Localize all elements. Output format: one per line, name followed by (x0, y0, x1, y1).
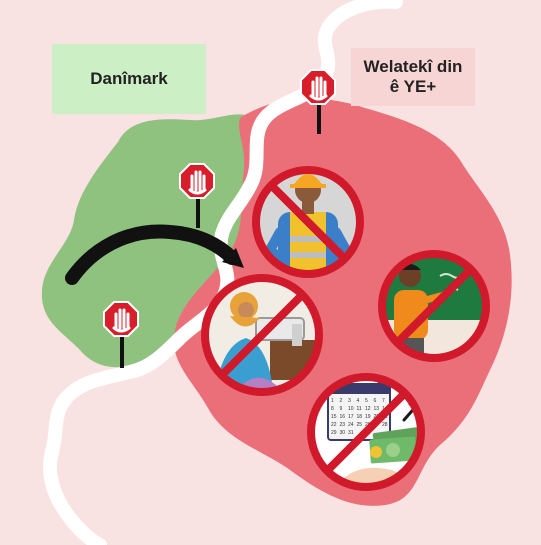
other-eu-country-line1: Welatekî din (363, 57, 463, 77)
calendar-day: 23 (340, 422, 346, 428)
stop-sign-bottom (103, 301, 139, 368)
calendar-day: 11 (357, 406, 362, 412)
calendar-day: 17 (348, 414, 354, 420)
calendar-day: 19 (365, 414, 371, 420)
calendar-day: 22 (331, 422, 337, 428)
ban-seamstress (201, 274, 323, 396)
stop-sign-middle (179, 163, 215, 228)
calendar-day: 29 (331, 430, 337, 436)
stop-hand-icon (188, 170, 207, 195)
arrow-body (65, 224, 239, 285)
stop-hand-icon (309, 76, 328, 101)
calendar-day: 16 (340, 414, 346, 420)
ban-construction-worker (252, 166, 364, 278)
other-eu-country-label-text: Welatekî din ê YE+ (364, 57, 463, 96)
calendar-day: 30 (340, 430, 346, 436)
denmark-label-text: Danîmark (90, 69, 168, 89)
arrow-head-icon (222, 248, 244, 268)
construction-worker-icon (263, 174, 353, 274)
calendar-day: 7 (382, 398, 385, 404)
denmark-label: Danîmark (52, 44, 206, 114)
calendar-day: 28 (382, 422, 388, 428)
calendar-day: 3 (348, 398, 351, 404)
ban-teacher (378, 250, 490, 362)
calendar-day: 25 (357, 422, 363, 428)
calendar-day: 12 (365, 406, 371, 412)
calendar-day: 13 (374, 406, 380, 412)
other-eu-country-line2: ê YE+ (389, 77, 437, 96)
calendar-day: 31 (348, 430, 354, 436)
other-eu-country-label: Welatekî din ê YE+ (351, 48, 475, 106)
calendar-day: 1 (331, 398, 334, 404)
calendar-day: 10 (348, 406, 354, 412)
calendar-day: 4 (357, 398, 360, 404)
stop-sign-top (300, 69, 336, 134)
calendar-day: 24 (348, 422, 354, 428)
calendar-day: 9 (340, 406, 343, 412)
calendar-day: 5 (365, 398, 368, 404)
ban-calendar-money: 1234567891011121314151617181920212223242… (307, 373, 425, 491)
calendar-day: 2 (340, 398, 343, 404)
calendar-day: 18 (357, 414, 363, 420)
calendar-day: 15 (331, 414, 337, 420)
stop-hand-icon (112, 308, 131, 333)
calendar-day: 8 (331, 406, 334, 412)
calendar-day: 6 (374, 398, 377, 404)
